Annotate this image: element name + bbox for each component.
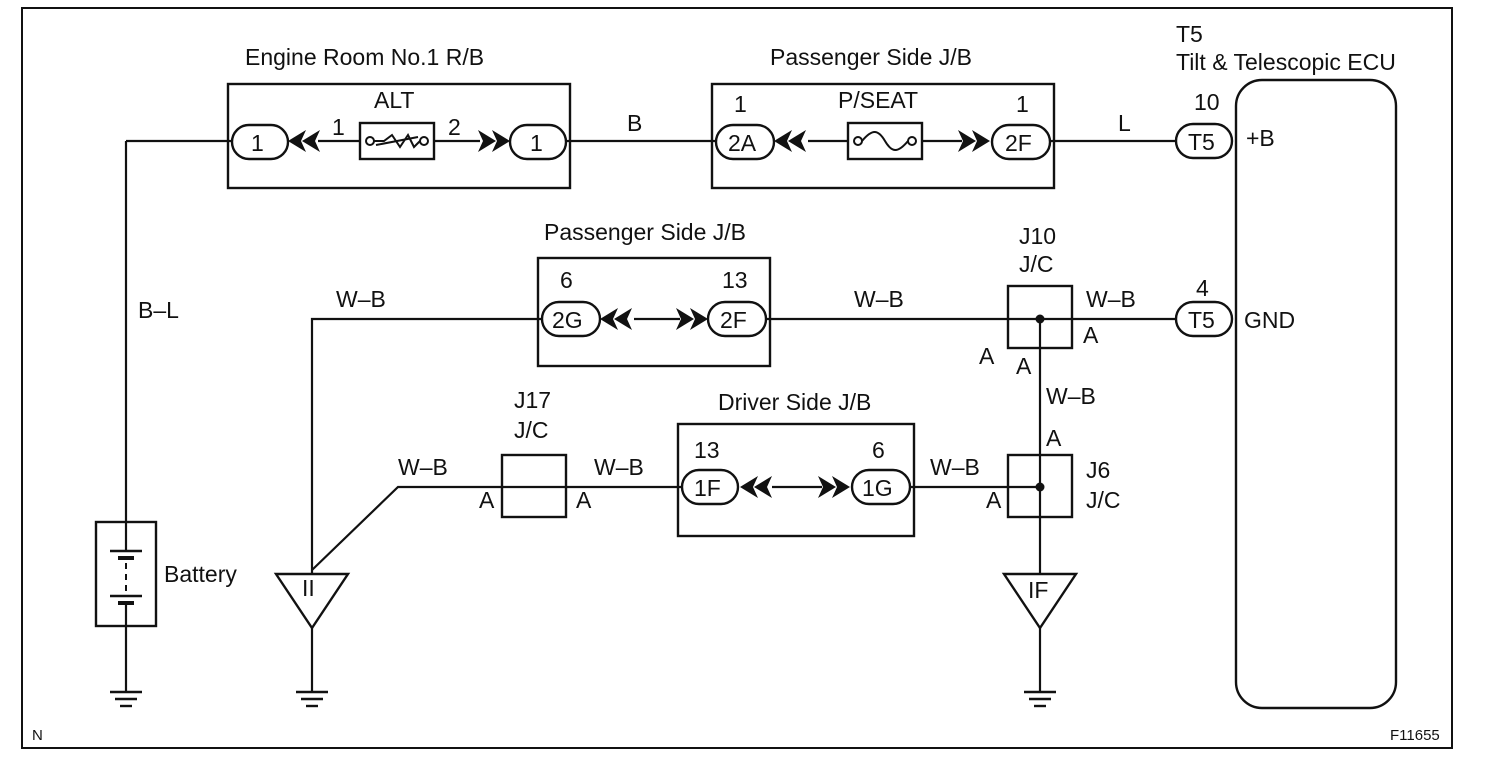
ecu-body <box>1234 78 1398 710</box>
connector-arrow-right-icon <box>676 308 708 330</box>
wire-label-wb-3: W–B <box>1086 286 1136 312</box>
wire-label-l: L <box>1118 110 1131 136</box>
wire-label-wb-6: W–B <box>594 454 644 480</box>
passenger-jb-top-title: Passenger Side J/B <box>770 44 972 70</box>
j10-term-bottom: A <box>1016 353 1032 379</box>
wire-label-wb-1: W–B <box>336 286 386 312</box>
engine-room-pin-left: 1 <box>332 114 345 140</box>
fuse-icon <box>853 131 917 151</box>
ground-point-if-icon <box>1001 572 1079 631</box>
wire-label-b: B <box>627 110 642 136</box>
ecu-title-line1: T5 <box>1176 21 1203 47</box>
wire-label-wb-2: W–B <box>854 286 904 312</box>
wire-label-wb-4: W–B <box>1046 383 1096 409</box>
j10-label-line1: J10 <box>1019 223 1056 249</box>
ecu-term-gnd: GND <box>1244 307 1295 333</box>
ground-symbol-icon <box>1024 690 1056 708</box>
ecu-conn-gnd-label: T5 <box>1188 307 1215 333</box>
ground-point-ii-label: II <box>302 575 315 601</box>
ecu-pin-gnd: 4 <box>1196 275 1209 301</box>
engine-room-conn-left-label: 1 <box>251 130 264 156</box>
j10-term-right: A <box>1083 322 1099 348</box>
passenger-jb-mid-title: Passenger Side J/B <box>544 219 746 245</box>
ground-point-ii-icon <box>273 572 351 631</box>
driver-jb-pin-left: 13 <box>694 437 720 463</box>
passenger-jb-mid-box <box>536 256 772 368</box>
connector-arrow-right-icon <box>958 130 990 152</box>
wire-label-wb-5: W–B <box>398 454 448 480</box>
j17-label-line2: J/C <box>514 417 549 443</box>
passenger-jb-top-box <box>710 82 1056 190</box>
engine-room-rb-box <box>226 82 572 190</box>
j6-term-left: A <box>986 487 1002 513</box>
ecu-pin-b: 10 <box>1194 89 1220 115</box>
connector-arrow-right-icon <box>818 476 850 498</box>
passenger-jb-top-conn-left-label: 2A <box>728 130 757 156</box>
engine-room-conn-right-label: 1 <box>530 130 543 156</box>
j6-splice-dot <box>1035 482 1045 492</box>
driver-jb-title: Driver Side J/B <box>718 389 871 415</box>
j6-label-line2: J/C <box>1086 487 1121 513</box>
diagram-frame <box>21 7 1453 749</box>
ecu-conn-b-label: T5 <box>1188 129 1215 155</box>
ecu-conn-b <box>1174 122 1234 160</box>
j6-term-top: A <box>1046 425 1062 451</box>
connector-arrow-right-icon <box>478 130 510 152</box>
passenger-jb-mid-pin-right: 13 <box>722 267 748 293</box>
alt-fuse-label: ALT <box>374 87 414 113</box>
j6-label-line1: J6 <box>1086 457 1110 483</box>
driver-jb-pin-right: 6 <box>872 437 885 463</box>
j17-label-line1: J17 <box>514 387 551 413</box>
passenger-jb-top-pin-right: 1 <box>1016 91 1029 117</box>
connector-arrow-left-icon <box>288 130 320 152</box>
wire-label-b-l: B–L <box>138 297 179 323</box>
passenger-jb-top-conn-right-label: 2F <box>1005 130 1032 156</box>
driver-jb-box <box>676 422 916 538</box>
ecu-title-line2: Tilt & Telescopic ECU <box>1176 49 1396 75</box>
passenger-jb-mid-conn-left-label: 2G <box>552 307 583 333</box>
pseat-fuse-label: P/SEAT <box>838 87 918 113</box>
connector-arrow-left-icon <box>600 308 632 330</box>
j17-term-right: A <box>576 487 592 513</box>
passenger-jb-top-pin-left: 1 <box>734 91 747 117</box>
driver-jb-conn-left <box>680 468 740 506</box>
j10-splice-dot <box>1035 314 1045 324</box>
passenger-jb-mid-conn-right-label: 2F <box>720 307 747 333</box>
figure-id: F11655 <box>1390 727 1440 744</box>
battery-icon <box>110 522 142 626</box>
driver-jb-conn-right-label: 1G <box>862 475 893 501</box>
connector-arrow-left-icon <box>740 476 772 498</box>
engine-room-pin-right: 2 <box>448 114 461 140</box>
battery-label: Battery <box>164 561 237 587</box>
passenger-jb-mid-pin-left: 6 <box>560 267 573 293</box>
corner-label: N <box>32 727 43 744</box>
j10-label-line2: J/C <box>1019 251 1054 277</box>
wire-label-wb-7: W–B <box>930 454 980 480</box>
fusible-link-icon <box>365 133 429 149</box>
ground-symbol-icon <box>296 690 328 708</box>
j10-term-left: A <box>979 343 995 369</box>
ecu-term-b: +B <box>1246 125 1275 151</box>
j17-term-left: A <box>479 487 495 513</box>
connector-arrow-left-icon <box>774 130 806 152</box>
ground-point-if-label: IF <box>1028 577 1048 603</box>
driver-jb-conn-left-label: 1F <box>694 475 721 501</box>
ground-symbol-icon <box>110 690 142 708</box>
engine-room-rb-title: Engine Room No.1 R/B <box>245 44 484 70</box>
